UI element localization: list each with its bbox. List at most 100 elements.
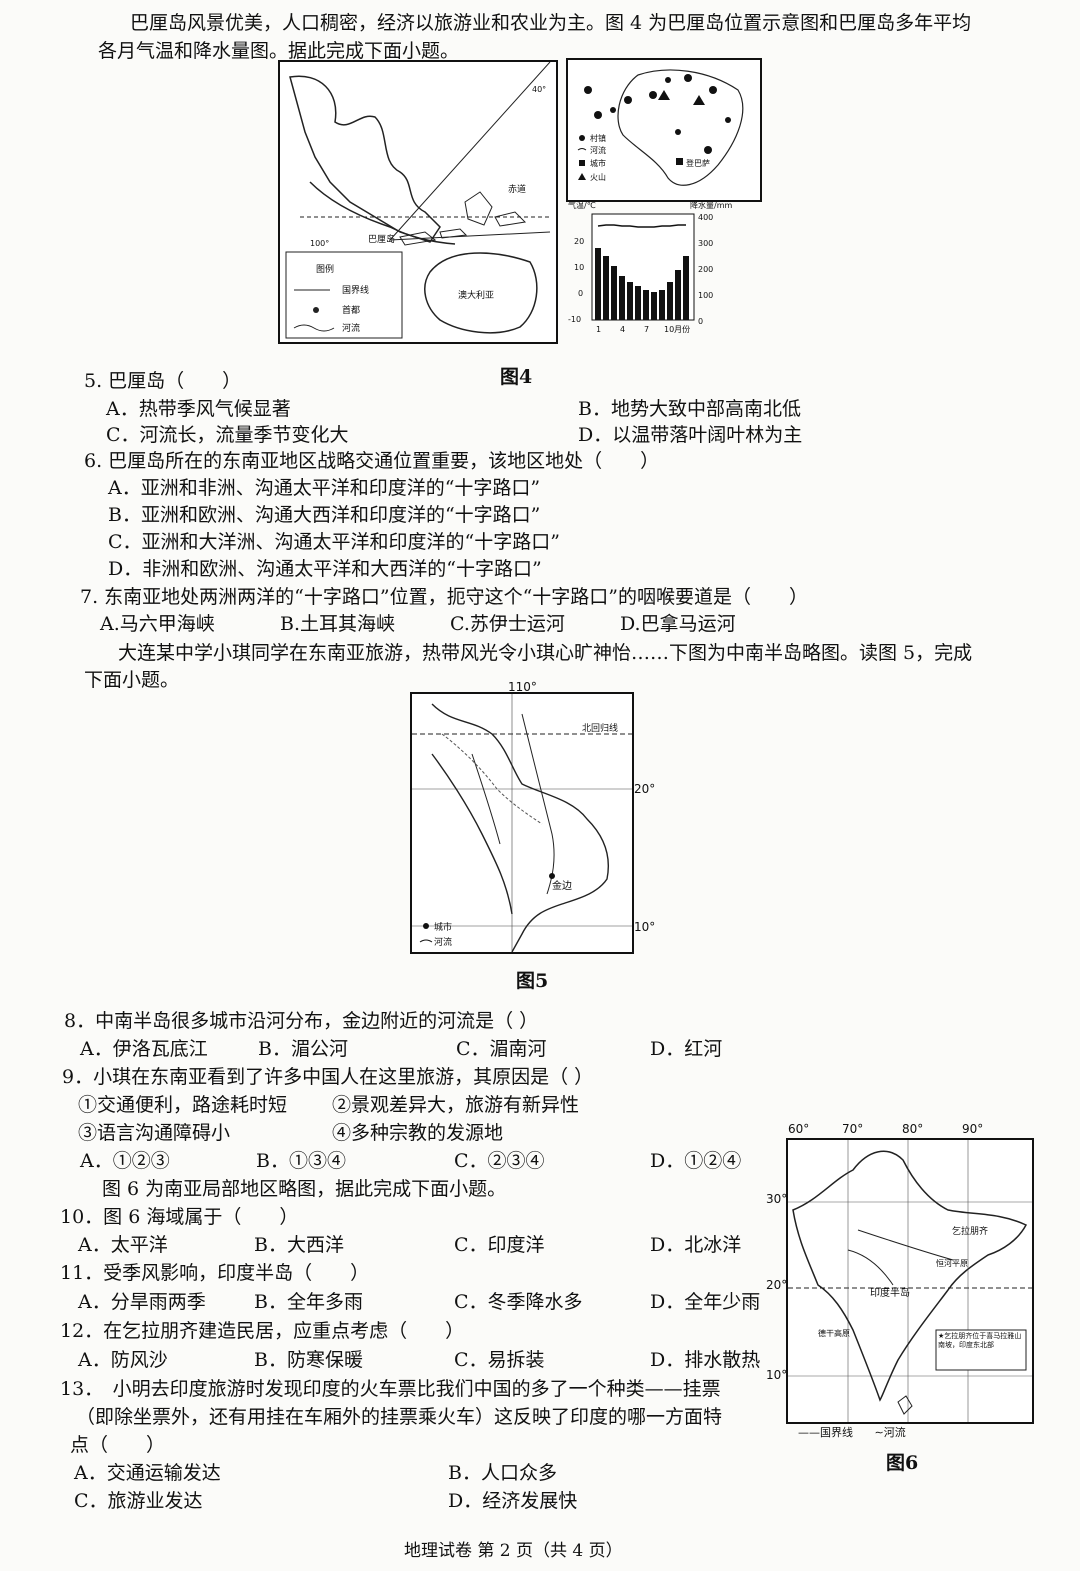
- q10-option-b: B．大西洋: [254, 1234, 344, 1256]
- q8-option-b: B．湄公河: [258, 1038, 348, 1060]
- q12-option-d: D．排水散热: [650, 1349, 761, 1371]
- label-tropic: 北回归线: [582, 722, 618, 734]
- q6-option-a: A．亚洲和非洲、沟通太平洋和印度洋的“十字路口”: [108, 477, 541, 499]
- label-australia: 澳大利亚: [458, 289, 494, 301]
- figure-4-location-map: 赤道 巴厘岛 40° 100° 图例 国界线 首都 河流 澳大利亚: [278, 60, 558, 344]
- figure-6-map: 乞拉朋齐 恒河平原 印度半岛 德干高原 ★乞拉朋齐位于喜马拉雅山南坡，印度东北部: [786, 1138, 1034, 1424]
- q13-stem-line-2: （即除坐票外，还有用挂在车厢外的挂票乘火车）这反映了印度的哪一方面特: [76, 1406, 723, 1428]
- fig6-lon-60: 60°: [788, 1122, 810, 1136]
- fig6-lat-10: 10°: [766, 1368, 788, 1382]
- q13-stem-line-3: 点（ ）: [70, 1434, 166, 1456]
- figure-4-climate-chart: 气温/℃ 降水量/mm 20 10 0 -10 400 300 200 100 …: [566, 198, 758, 340]
- q6-option-b: B．亚洲和欧洲、沟通大西洋和印度洋的“十字路口”: [108, 504, 541, 526]
- q8-stem: 8．中南半岛很多城市沿河分布，金边附近的河流是（ ）: [64, 1010, 539, 1032]
- intro2-line-1: 大连某中学小琪同学在东南亚旅游，热带风光令小琪心旷神怡……下图为中南半岛略图。读…: [118, 642, 973, 664]
- legend-capital: 首都: [342, 304, 360, 316]
- figure-5-map: 金边 北回归线 城市 河流: [410, 692, 634, 954]
- island-legend-village: 村镇: [590, 133, 606, 143]
- q11-option-c: C．冬季降水多: [454, 1291, 583, 1313]
- q9-stem: 9．小琪在东南亚看到了许多中国人在这里旅游，其原因是（ ）: [62, 1066, 594, 1088]
- q12-option-b: B．防寒保暖: [254, 1349, 363, 1371]
- q8-option-c: C．湄南河: [456, 1038, 547, 1060]
- fig6-lon-70: 70°: [842, 1122, 864, 1136]
- fig6-lat-30: 30°: [766, 1192, 788, 1206]
- label-jinbian: 金边: [552, 879, 572, 892]
- figure-6-caption: 图6: [886, 1452, 919, 1474]
- fig6-legend: ——国界线 ∼河流: [798, 1426, 906, 1439]
- label-chidao: 赤道: [508, 183, 526, 195]
- fig6-label-ganges: 恒河平原: [936, 1258, 968, 1268]
- q12-option-c: C．易拆装: [454, 1349, 545, 1371]
- precip-tick-300: 300: [698, 239, 713, 248]
- q5-option-a: A．热带季风气候显著: [106, 398, 291, 420]
- q7-option-b: B.土耳其海峡: [280, 613, 396, 635]
- month-tick-7: 7: [644, 325, 649, 334]
- q10-option-d: D．北冰洋: [650, 1234, 742, 1256]
- temp-tick-minus10: -10: [568, 315, 581, 324]
- q13-stem-line-1: 13． 小明去印度旅游时发现印度的火车票比我们中国的多了一个种类——挂票: [60, 1378, 721, 1400]
- label-lon-bottom: 100°: [310, 239, 329, 248]
- island-legend-river: 河流: [590, 145, 606, 155]
- q9-statement-1: ①交通便利，路途耗时短: [78, 1094, 288, 1116]
- fig5-legend-river: 河流: [434, 936, 452, 948]
- q9-option-c: C．②③④: [454, 1150, 545, 1172]
- page-footer: 地理试卷 第 2 页（共 4 页）: [404, 1541, 623, 1561]
- temp-tick-0: 0: [578, 289, 583, 298]
- precip-tick-0: 0: [698, 317, 703, 326]
- fig6-lat-20: 20°: [766, 1278, 788, 1292]
- q7-option-a: A.马六甲海峡: [100, 613, 215, 635]
- intro2-line-2: 下面小题。: [84, 669, 180, 691]
- q6-stem: 6. 巴厘岛所在的东南亚地区战略交通位置重要，该地区地处（ ）: [84, 450, 660, 472]
- fig6-label-deccan: 德干高原: [818, 1328, 850, 1338]
- precip-tick-200: 200: [698, 265, 713, 274]
- q6-option-c: C．亚洲和大洋洲、沟通太平洋和印度洋的“十字路口”: [108, 531, 560, 553]
- climate-precip-label: 降水量/mm: [690, 200, 732, 210]
- q13-option-b: B．人口众多: [448, 1462, 557, 1484]
- legend-title: 图例: [316, 263, 334, 275]
- fig6-legend-border: 国界线: [820, 1426, 853, 1439]
- legend-border: 国界线: [342, 284, 369, 296]
- q6-option-d: D．非洲和欧洲、沟通太平洋和大西洋的“十字路口”: [108, 558, 542, 580]
- island-legend-city: 城市: [590, 158, 606, 168]
- q5-option-d: D．以温带落叶阔叶林为主: [578, 424, 803, 446]
- figure-4-caption: 图4: [500, 366, 533, 388]
- month-tick-1: 1: [596, 325, 601, 334]
- q7-stem: 7. 东南亚地处两洲两洋的“十字路口”位置，扼守这个“十字路口”的咽喉要道是（ …: [80, 586, 809, 608]
- fig6-note: ★乞拉朋齐位于喜马拉雅山南坡，印度东北部: [938, 1332, 1022, 1349]
- fig6-lon-90: 90°: [962, 1122, 984, 1136]
- q13-option-a: A．交通运输发达: [74, 1462, 221, 1484]
- fig6-legend-river: 河流: [883, 1426, 906, 1439]
- month-tick-10: 10月份: [664, 324, 690, 334]
- island-legend-volcano: 火山: [590, 172, 606, 182]
- island-label-capital: 登巴萨: [686, 158, 710, 168]
- q9-option-a: A．①②③: [80, 1150, 170, 1172]
- label-lon-top: 40°: [532, 85, 546, 94]
- precip-tick-400: 400: [698, 213, 713, 222]
- fig6-lon-80: 80°: [902, 1122, 924, 1136]
- q10-option-c: C．印度洋: [454, 1234, 545, 1256]
- q5-stem: 5. 巴厘岛（ ）: [84, 370, 242, 392]
- intro-line-1: 巴厘岛风景优美，人口稠密，经济以旅游业和农业为主。图 4 为巴厘岛位置示意图和巴…: [130, 12, 972, 34]
- q11-stem: 11．受季风影响，印度半岛（ ）: [60, 1262, 370, 1284]
- q9-statement-3: ③语言沟通障碍小: [78, 1122, 231, 1144]
- label-bali: 巴厘岛: [368, 233, 395, 245]
- figure-4-island-map: 村镇 河流 城市 火山 登巴萨: [566, 58, 762, 202]
- q7-option-c: C.苏伊士运河: [450, 613, 565, 635]
- q5-option-b: B．地势大致中部高南北低: [578, 398, 801, 420]
- q10-option-a: A．太平洋: [78, 1234, 168, 1256]
- q12-stem: 12．在乞拉朋齐建造民居，应重点考虑（ ）: [60, 1320, 465, 1342]
- temp-tick-20: 20: [574, 237, 584, 246]
- intro-line-2: 各月气温和降水量图。据此完成下面小题。: [98, 40, 460, 62]
- q9-option-b: B．①③④: [256, 1150, 346, 1172]
- climate-temp-label: 气温/℃: [568, 200, 596, 210]
- q11-option-b: B．全年多雨: [254, 1291, 363, 1313]
- q5-option-c: C．河流长，流量季节变化大: [106, 424, 349, 446]
- q13-option-c: C．旅游业发达: [74, 1490, 203, 1512]
- q11-option-a: A．分旱雨两季: [78, 1291, 206, 1313]
- fig5-lon-110: 110°: [508, 680, 537, 694]
- precip-tick-100: 100: [698, 291, 713, 300]
- q7-option-d: D.巴拿马运河: [620, 613, 736, 635]
- q8-option-a: A．伊洛瓦底江: [80, 1038, 208, 1060]
- fig5-legend-city: 城市: [434, 921, 452, 933]
- temp-tick-10: 10: [574, 263, 584, 272]
